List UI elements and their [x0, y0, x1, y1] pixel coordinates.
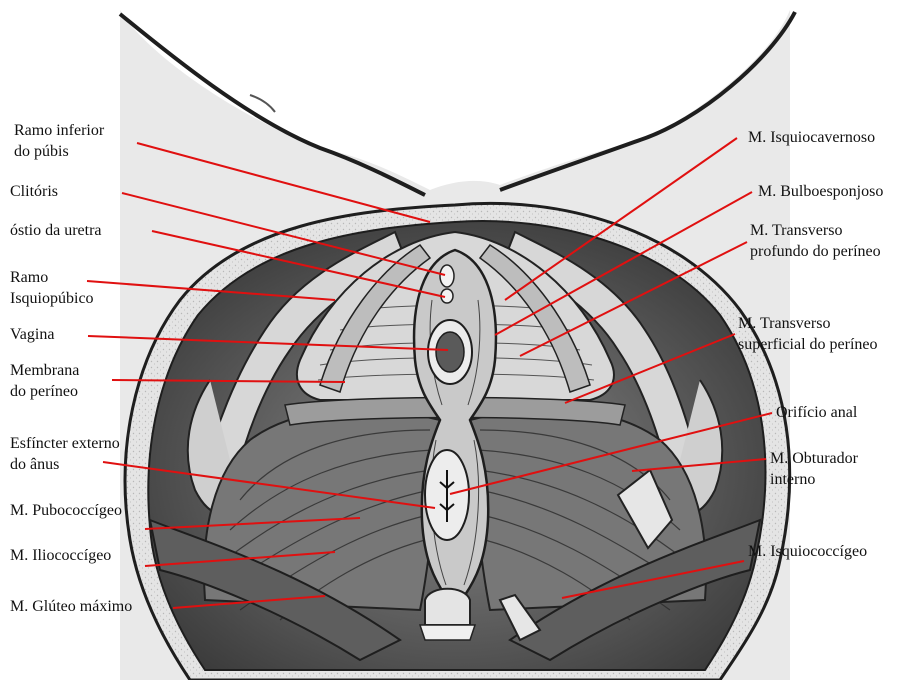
- label-bulboesponjoso-text: M. Bulboesponjoso: [758, 181, 883, 202]
- label-iliococcigeo: M. Iliococcígeo: [10, 545, 111, 566]
- label-transverso-profundo-line1: M. Transverso: [750, 220, 881, 241]
- label-membrana: Membrana do períneo: [10, 360, 79, 402]
- label-isquiocavernoso-text: M. Isquiocavernoso: [748, 127, 875, 148]
- label-ostio-uretra-text: óstio da uretra: [10, 220, 102, 241]
- label-clitoris: Clitóris: [10, 181, 58, 202]
- label-pubococcigeo: M. Pubococcígeo: [10, 500, 122, 521]
- label-isquiococcigeo: M. Isquiococcígeo: [748, 541, 867, 562]
- label-gluteo: M. Glúteo máximo: [10, 596, 132, 617]
- label-iliococcigeo-text: M. Iliococcígeo: [10, 545, 111, 566]
- label-vagina-text: Vagina: [10, 324, 54, 345]
- label-orificio-anal-text: Orifício anal: [776, 402, 857, 423]
- label-isquiocavernoso: M. Isquiocavernoso: [748, 127, 875, 148]
- label-transverso-superficial-line1: M. Transverso: [738, 313, 878, 334]
- label-ramo-isquiopubico: Ramo Isquiopúbico: [10, 267, 94, 309]
- label-esfincter: Esfíncter externo do ânus: [10, 433, 120, 475]
- label-clitoris-text: Clitóris: [10, 181, 58, 202]
- label-membrana-line2: do períneo: [10, 381, 79, 402]
- label-ramo-isquiopubico-line2: Isquiopúbico: [10, 288, 94, 309]
- label-gluteo-text: M. Glúteo máximo: [10, 596, 132, 617]
- label-transverso-profundo: M. Transverso profundo do períneo: [750, 220, 881, 262]
- label-vagina: Vagina: [10, 324, 54, 345]
- label-bulboesponjoso: M. Bulboesponjoso: [758, 181, 883, 202]
- label-pubococcigeo-text: M. Pubococcígeo: [10, 500, 122, 521]
- label-ramo-inferior-line2: do púbis: [14, 141, 104, 162]
- label-transverso-superficial-line2: superficial do períneo: [738, 334, 878, 355]
- label-isquiococcigeo-text: M. Isquiococcígeo: [748, 541, 867, 562]
- label-ramo-inferior-line1: Ramo inferior: [14, 120, 104, 141]
- label-membrana-line1: Membrana: [10, 360, 79, 381]
- label-ramo-inferior: Ramo inferior do púbis: [14, 120, 104, 162]
- label-obturador-line2: interno: [770, 469, 858, 490]
- label-esfincter-line1: Esfíncter externo: [10, 433, 120, 454]
- label-ostio-uretra: óstio da uretra: [10, 220, 102, 241]
- label-orificio-anal: Orifício anal: [776, 402, 857, 423]
- label-esfincter-line2: do ânus: [10, 454, 120, 475]
- label-obturador-line1: M. Obturador: [770, 448, 858, 469]
- label-transverso-superficial: M. Transverso superficial do períneo: [738, 313, 878, 355]
- label-ramo-isquiopubico-line1: Ramo: [10, 267, 94, 288]
- label-transverso-profundo-line2: profundo do períneo: [750, 241, 881, 262]
- label-obturador: M. Obturador interno: [770, 448, 858, 490]
